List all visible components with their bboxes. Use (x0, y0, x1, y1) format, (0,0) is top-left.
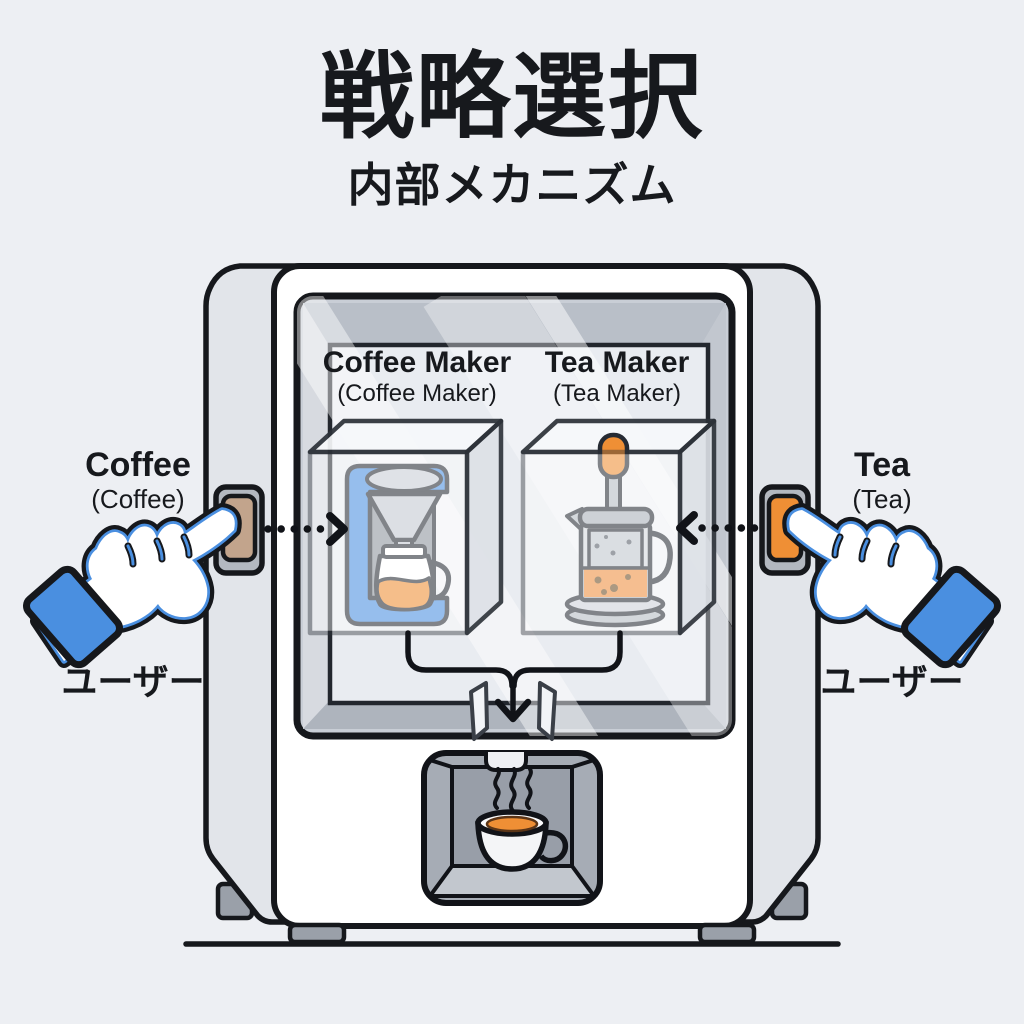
tea-leaves (594, 574, 631, 595)
coffee-unit-name: Coffee Maker (322, 346, 512, 379)
tea-option-name: Tea (853, 446, 911, 484)
front-foot-left (287, 922, 347, 945)
flow-arrow-head (494, 698, 532, 723)
coffee-liquid (485, 815, 539, 833)
coffee-option-label: Coffee (Coffee) (38, 446, 238, 514)
coffee-maker-icon (344, 463, 452, 627)
coffee-unit-label: Coffee Maker (Coffee Maker) (307, 346, 527, 407)
cup-icon (475, 809, 569, 872)
plunger-knob-icon (597, 432, 630, 480)
page-title: 戦略選択 (319, 44, 704, 149)
user-label-right: ユーザー (820, 661, 964, 702)
user-hand-left (23, 510, 235, 668)
coffee-option-subname: (Coffee) (91, 484, 185, 515)
dispenser-bay (421, 750, 603, 906)
coffee-option-name: Coffee (85, 446, 191, 484)
press-handle-icon (648, 530, 673, 585)
user-label-left: ユーザー (61, 661, 205, 702)
coffee-signal-arrow (264, 512, 348, 546)
carafe-icon (374, 544, 452, 612)
page-subtitle: 内部メカニズム (347, 159, 677, 211)
tea-option-subname: (Tea) (852, 484, 912, 515)
dispense-chute (484, 752, 528, 772)
tea-signal-arrow (676, 511, 760, 545)
user-hand-right (789, 510, 1001, 668)
coffee-unit-subname: (Coffee Maker) (337, 379, 497, 407)
tea-unit-label: Tea Maker (Tea Maker) (507, 346, 727, 407)
merge-pipes (405, 630, 623, 723)
tea-liquid (584, 568, 647, 597)
coffee-unit-box (307, 418, 504, 636)
front-foot-right (697, 922, 757, 945)
tea-unit-name: Tea Maker (544, 346, 690, 379)
tea-maker-icon (564, 432, 673, 628)
steam-icon (492, 767, 533, 813)
funnel-flaps (469, 681, 557, 741)
tea-unit-subname: (Tea Maker) (552, 379, 682, 407)
tea-option-label: Tea (Tea) (782, 446, 982, 514)
tea-unit-box (520, 418, 717, 636)
